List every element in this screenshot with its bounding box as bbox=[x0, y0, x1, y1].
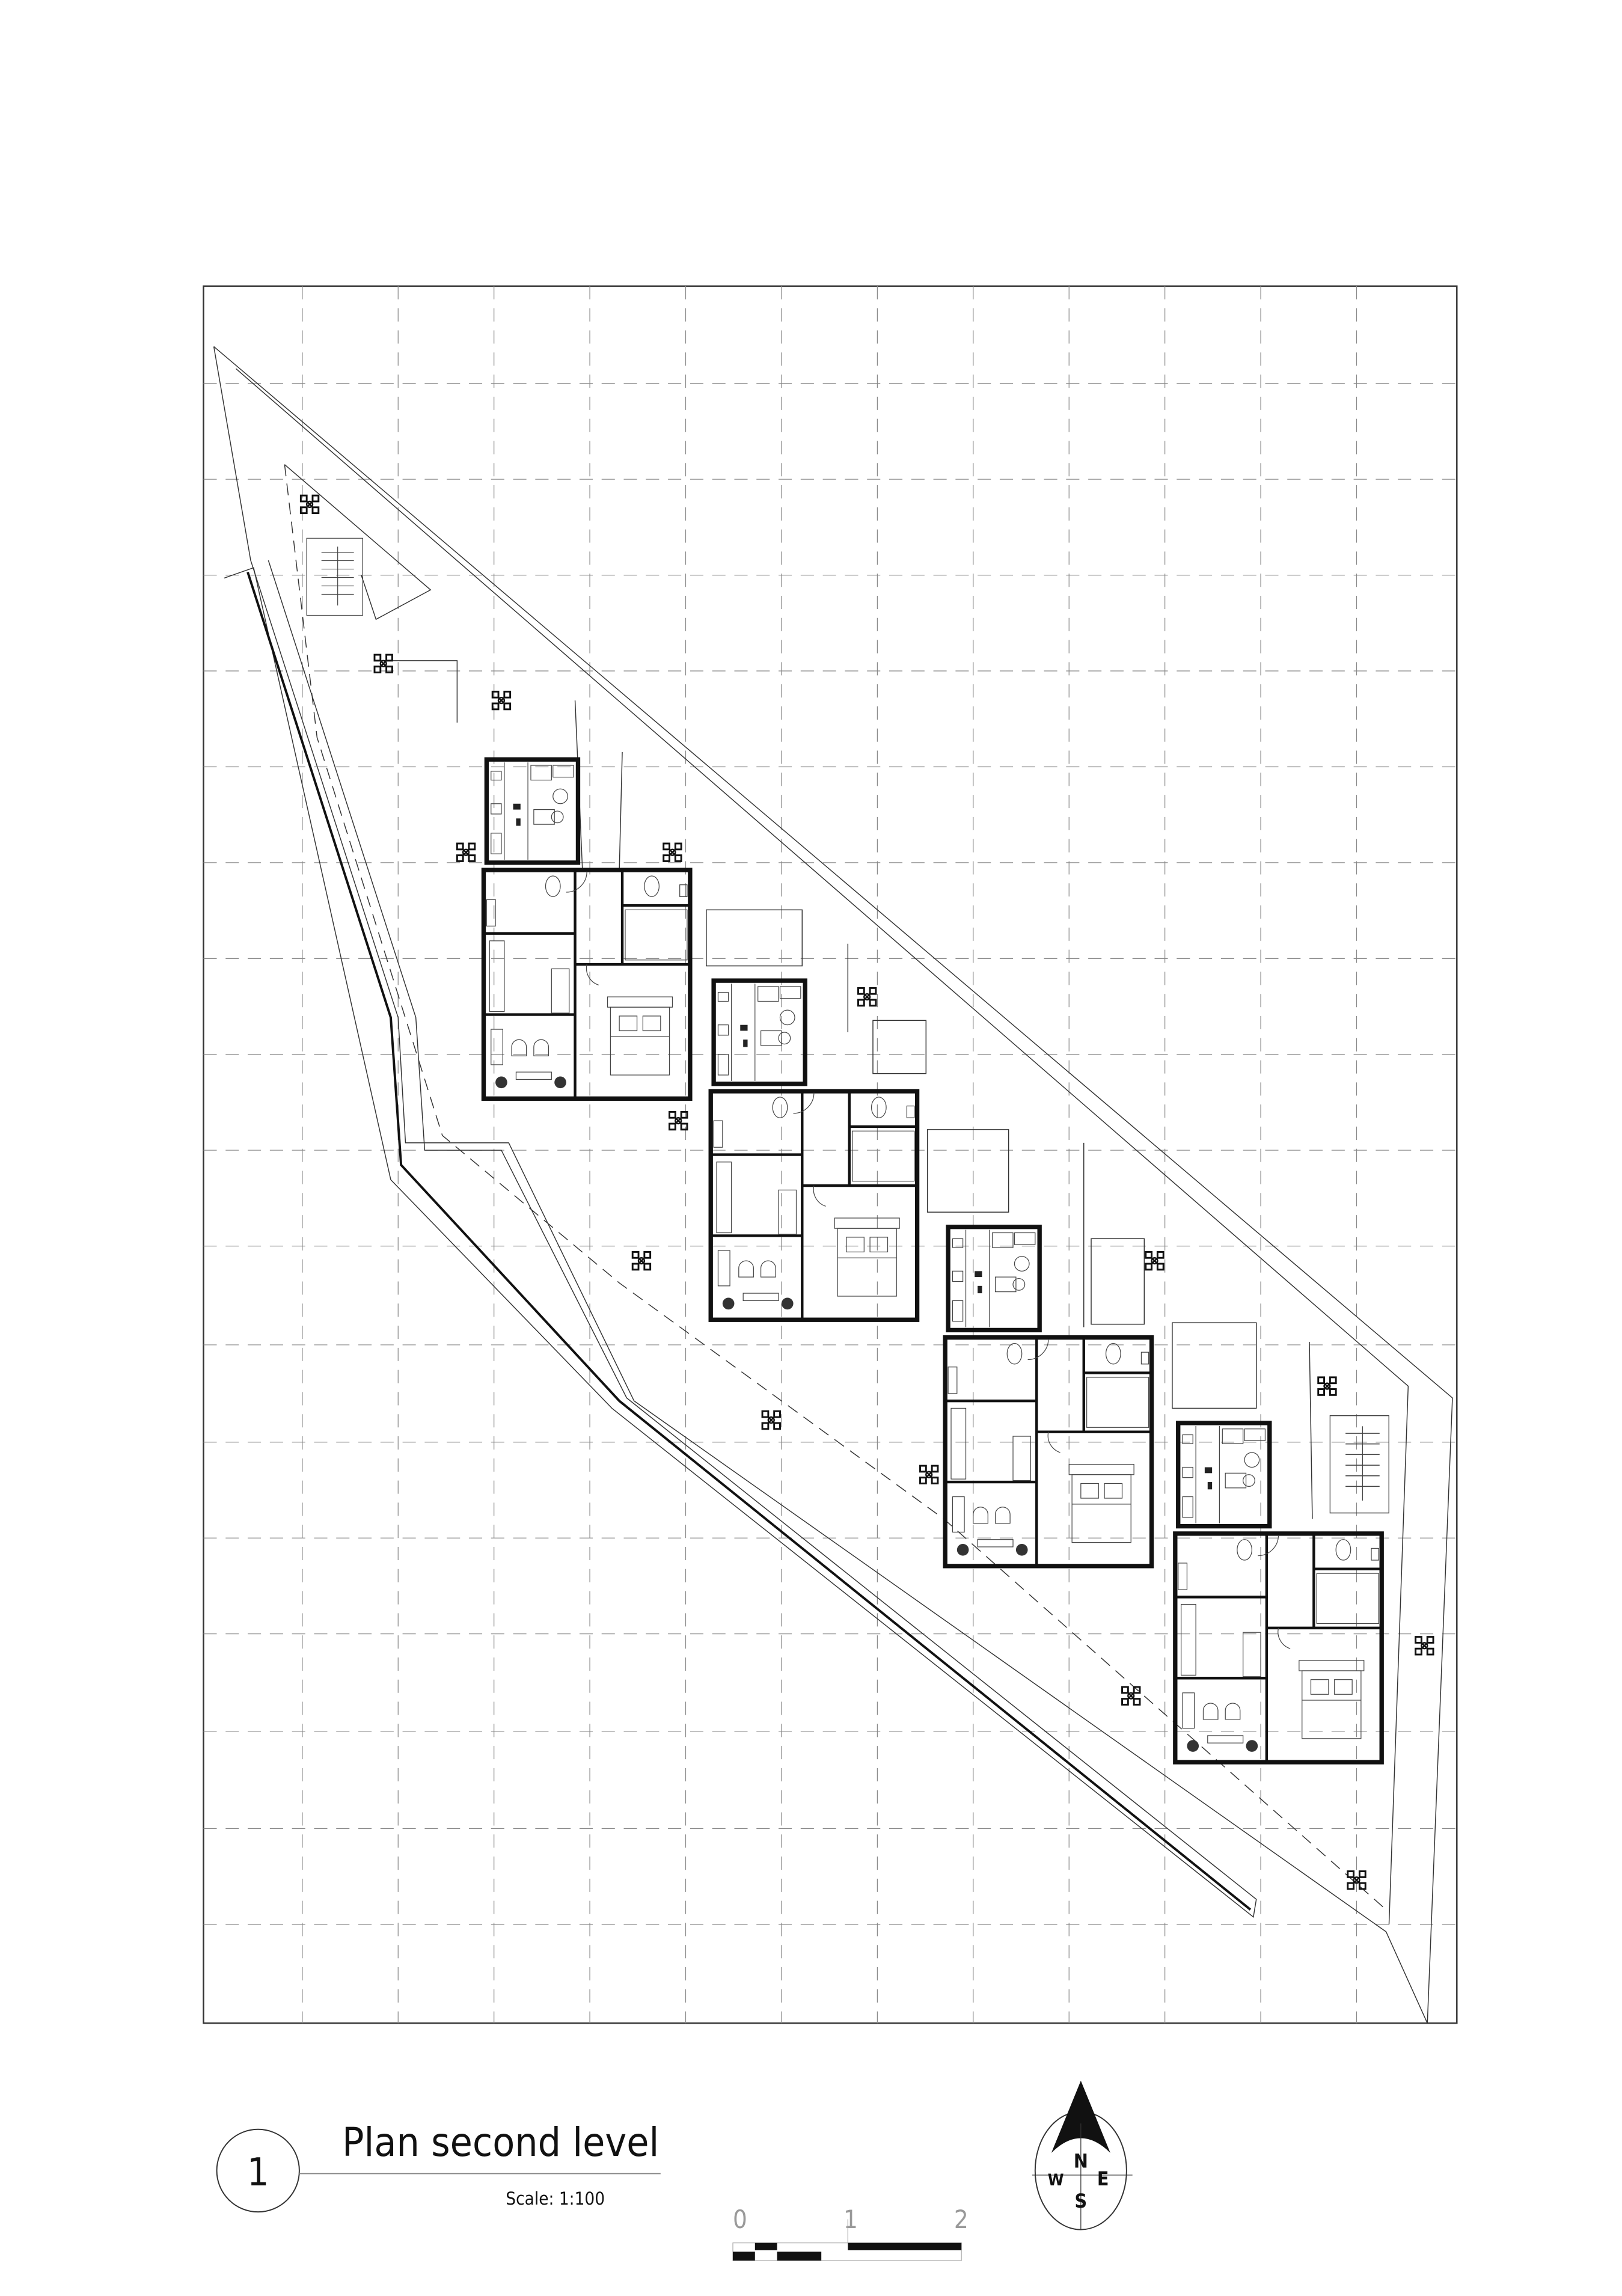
drawing-number: 1 bbox=[247, 2151, 269, 2195]
drawing-frame bbox=[203, 285, 1458, 2024]
tree-icon bbox=[299, 494, 320, 515]
site-outline bbox=[213, 346, 1453, 2024]
north-arrow-icon bbox=[1051, 2080, 1110, 2154]
tree-icon bbox=[663, 842, 682, 862]
stair-north bbox=[306, 537, 363, 616]
courtyards bbox=[376, 660, 1257, 1409]
dwelling-unit-1 bbox=[483, 759, 690, 1098]
tree-icon bbox=[491, 690, 512, 711]
dwelling-unit-4 bbox=[1175, 1423, 1382, 1762]
scale-label-1: 1 bbox=[843, 2205, 858, 2234]
title-block: 1 Plan second level Scale: 1:100 bbox=[216, 2119, 661, 2213]
compass-w: W bbox=[1048, 2171, 1064, 2190]
drawing-title: Plan second level bbox=[342, 2119, 659, 2166]
tree-icon bbox=[669, 1110, 688, 1131]
dwelling-unit-3 bbox=[945, 1227, 1151, 1566]
north-arrow: N E S W bbox=[1032, 2080, 1133, 2230]
tree-icon bbox=[456, 842, 476, 862]
structural-grid bbox=[203, 286, 1457, 2024]
tree-icon bbox=[1145, 1251, 1164, 1271]
trees bbox=[299, 494, 1434, 1890]
stair-south bbox=[1329, 1415, 1389, 1514]
tree-icon bbox=[373, 654, 393, 673]
scale-bar: 0 1 2 bbox=[732, 2205, 969, 2261]
scale-label-0: 0 bbox=[733, 2205, 747, 2234]
scale-label-2: 2 bbox=[954, 2205, 969, 2234]
compass-s: S bbox=[1075, 2190, 1088, 2212]
tree-icon bbox=[631, 1251, 652, 1271]
drawing-number-bubble bbox=[216, 2128, 300, 2213]
tree-icon bbox=[1415, 1636, 1434, 1656]
drawing-scale: Scale: 1:100 bbox=[506, 2188, 605, 2209]
compass-n: N bbox=[1074, 2150, 1088, 2173]
tree-icon bbox=[761, 1410, 781, 1430]
tree-icon bbox=[919, 1465, 939, 1484]
compass-e: E bbox=[1097, 2167, 1109, 2190]
tree-icon bbox=[1317, 1376, 1337, 1396]
tree-icon bbox=[857, 987, 877, 1007]
